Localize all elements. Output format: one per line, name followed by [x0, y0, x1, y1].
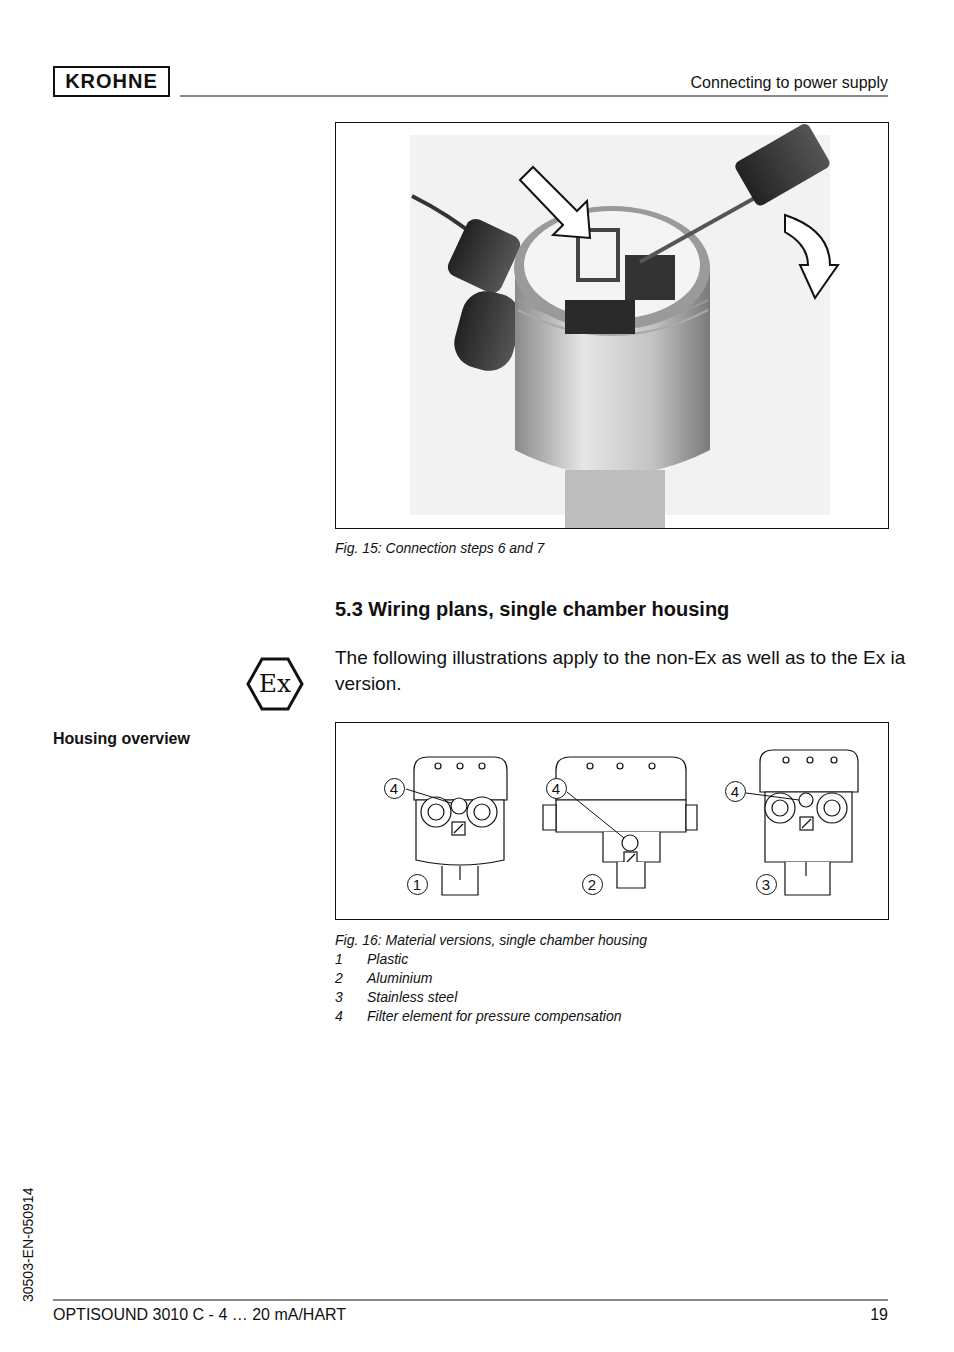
ex-mark: Ex	[248, 658, 302, 710]
legend-text: Plastic	[367, 951, 408, 968]
legend-number: 4	[335, 1008, 343, 1025]
callout-text: 4	[552, 781, 560, 796]
callout-number: 4	[384, 778, 405, 799]
running-header: Connecting to power supply	[500, 73, 888, 92]
legend-number: 1	[335, 951, 343, 968]
legend-text: Stainless steel	[367, 989, 457, 1006]
body-text: The following illustrations apply to the…	[335, 645, 915, 697]
side-heading: Housing overview	[53, 729, 190, 748]
figure-caption: Fig. 16: Material versions, single chamb…	[335, 932, 647, 949]
legend-text: Aluminium	[367, 970, 432, 987]
document-number: 30503-EN-050914	[20, 1188, 37, 1302]
footer-rule	[53, 1300, 888, 1301]
callout-number: 1	[407, 874, 428, 895]
callout-text: 2	[588, 877, 596, 892]
callout-text: 1	[413, 877, 421, 892]
footer-text: OPTISOUND 3010 C - 4 … 20 mA/HART	[53, 1305, 346, 1324]
callout-number: 4	[725, 781, 746, 802]
section-heading: 5.3 Wiring plans, single chamber housing	[335, 598, 729, 621]
figure-frame	[336, 723, 889, 920]
housing-drawings	[414, 750, 858, 895]
figure-caption: Fig. 15: Connection steps 6 and 7	[335, 540, 544, 557]
legend-text: Filter element for pressure compensation	[367, 1008, 621, 1025]
callout-text: 4	[390, 781, 398, 796]
callout-number: 4	[546, 778, 567, 799]
header-rule	[180, 96, 888, 97]
legend-number: 2	[335, 970, 343, 987]
callout-text: 3	[762, 877, 770, 892]
callout-number: 3	[756, 874, 777, 895]
legend-number: 3	[335, 989, 343, 1006]
brand-logo: KROHNE	[53, 66, 170, 97]
housing-illustration	[410, 122, 838, 528]
page-number: 19	[800, 1305, 888, 1324]
callout-number: 2	[582, 874, 603, 895]
figure-frame	[336, 123, 889, 529]
callout-text: 4	[731, 784, 739, 799]
ex-symbol	[248, 659, 302, 709]
